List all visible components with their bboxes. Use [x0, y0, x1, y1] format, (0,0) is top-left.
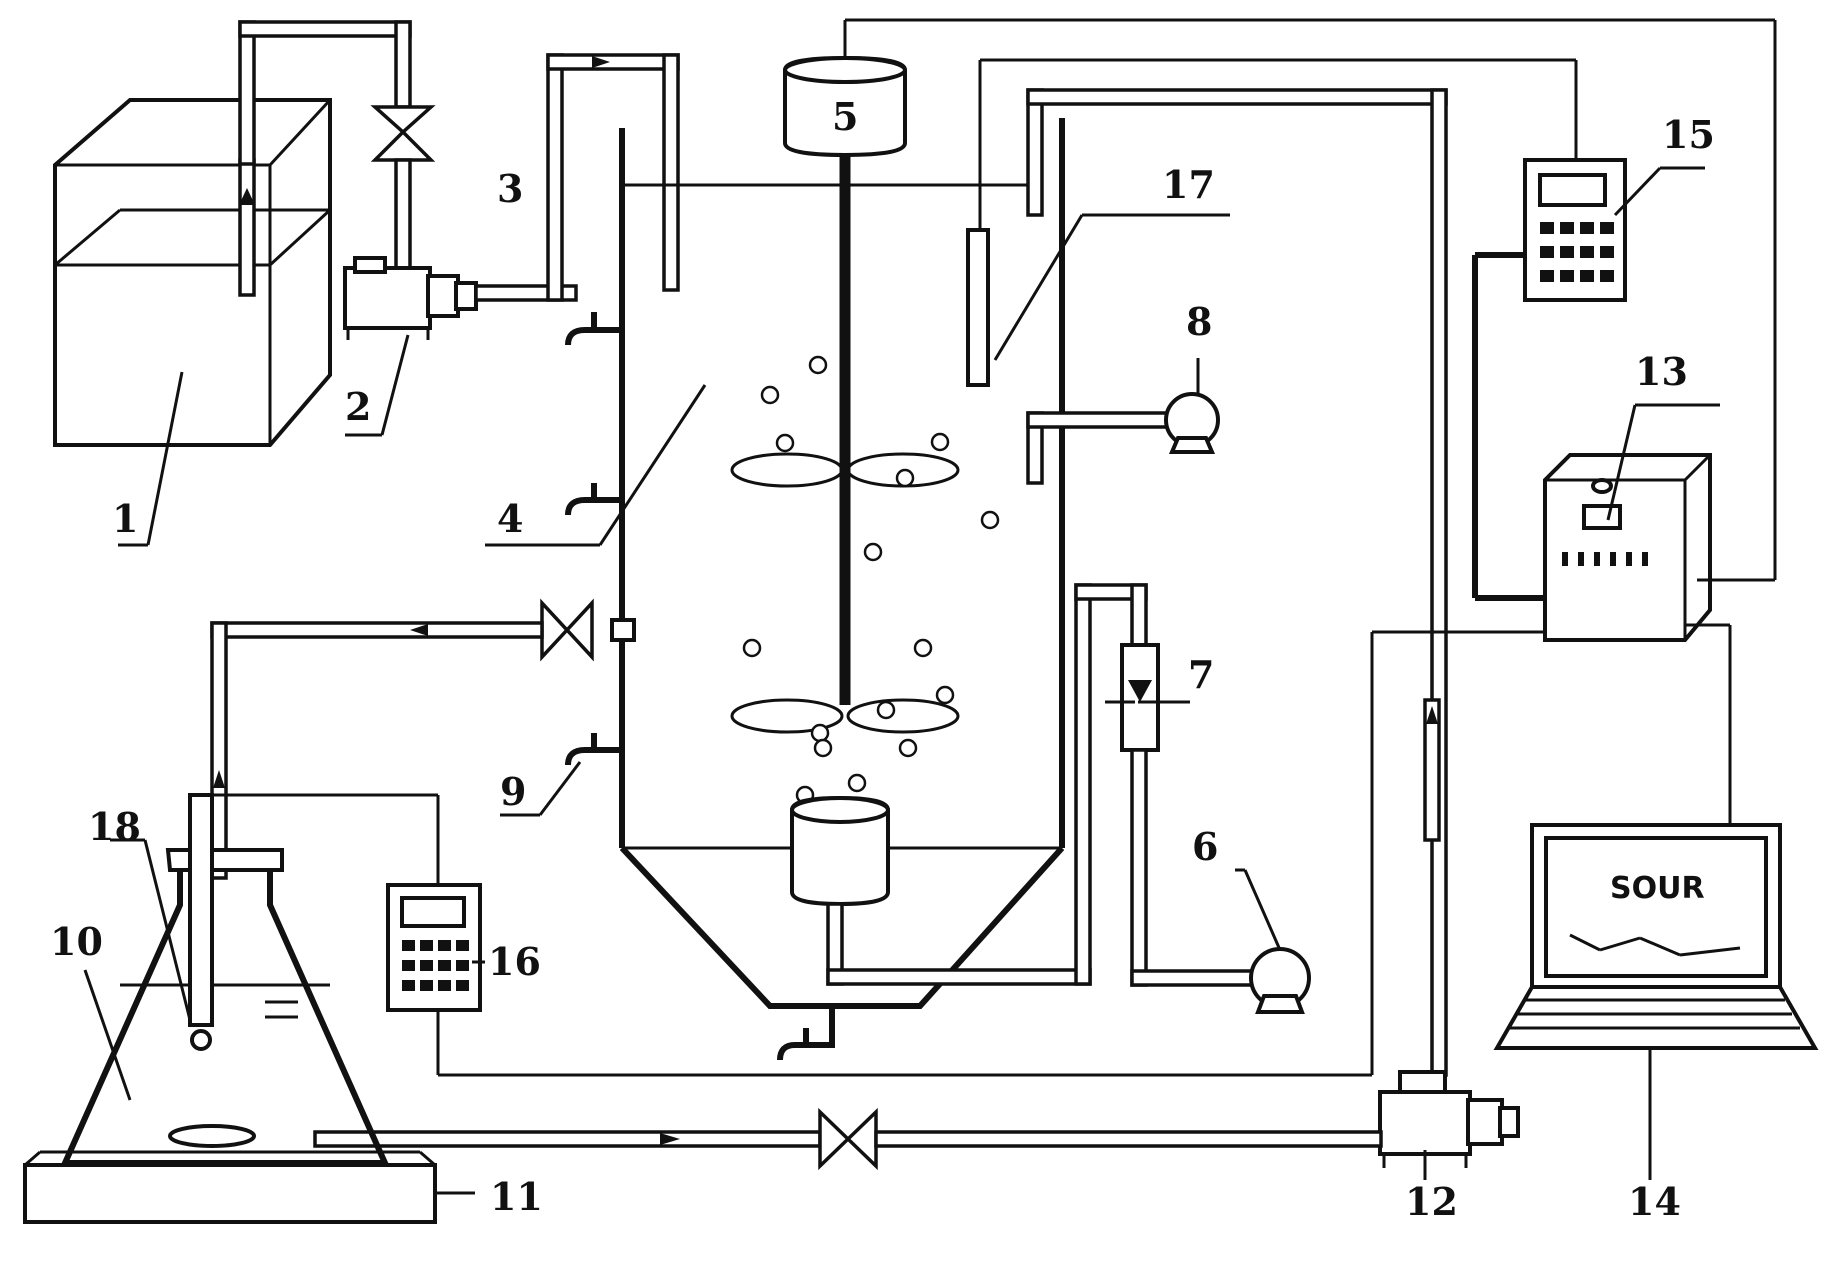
feed-pump — [343, 256, 578, 340]
circulation-pump — [1378, 1070, 1520, 1168]
callout-10: 10 — [50, 919, 103, 964]
callout-16: 16 — [488, 939, 541, 984]
callout-11: 11 — [490, 1174, 543, 1219]
callout-13: 13 — [1635, 349, 1688, 394]
sample-outlet-pipe — [210, 598, 636, 880]
laptop-computer: SOUR — [1493, 823, 1819, 1050]
reactor-do-meter — [1472, 158, 1627, 601]
respirometer-flask — [60, 848, 390, 1166]
impellers — [730, 452, 960, 734]
leader-lines — [83, 166, 1720, 1195]
feed-valve — [370, 105, 436, 272]
callout-14: 14 — [1628, 1179, 1681, 1224]
air-diffuser — [790, 583, 1148, 986]
callout-9: 9 — [500, 769, 526, 814]
callout-12: 12 — [1405, 1179, 1458, 1224]
flask-do-meter — [386, 630, 1545, 1077]
stirrer-motor — [783, 55, 907, 158]
callout-1: 1 — [112, 496, 138, 541]
recycle-pipe — [1026, 88, 1448, 1077]
callout-7: 7 — [1188, 652, 1214, 697]
callout-5: 5 — [832, 94, 858, 139]
feed-suction-pipe — [238, 20, 412, 297]
callout-3: 3 — [497, 166, 523, 211]
flask-probe — [188, 793, 440, 1051]
do-probe — [966, 58, 1578, 387]
callout-8: 8 — [1186, 299, 1212, 344]
sampling-taps — [565, 312, 835, 1061]
recycle-pump — [1026, 392, 1220, 485]
callout-15: 15 — [1662, 112, 1715, 157]
callout-18: 18 — [88, 804, 141, 849]
air-flowmeter — [1120, 643, 1160, 987]
feed-tank — [53, 98, 332, 447]
callout-4: 4 — [497, 496, 523, 541]
callout-6: 6 — [1192, 824, 1218, 869]
feed-inlet-pipe — [546, 53, 680, 302]
magnetic-stirrer — [23, 1150, 437, 1224]
callout-17: 17 — [1162, 162, 1215, 207]
reactor-vessel — [619, 118, 1065, 1009]
air-bubbles — [742, 355, 1000, 805]
laptop-screen-text: SOUR — [1610, 871, 1705, 906]
callout-labels: 1 2 3 4 5 6 7 8 9 10 11 12 13 14 15 16 1… — [50, 94, 1715, 1224]
data-acquisition-unit — [843, 18, 1777, 825]
callout-2: 2 — [345, 384, 371, 429]
air-pump — [1130, 947, 1311, 1014]
flask-feed-pipe — [313, 1107, 1383, 1171]
